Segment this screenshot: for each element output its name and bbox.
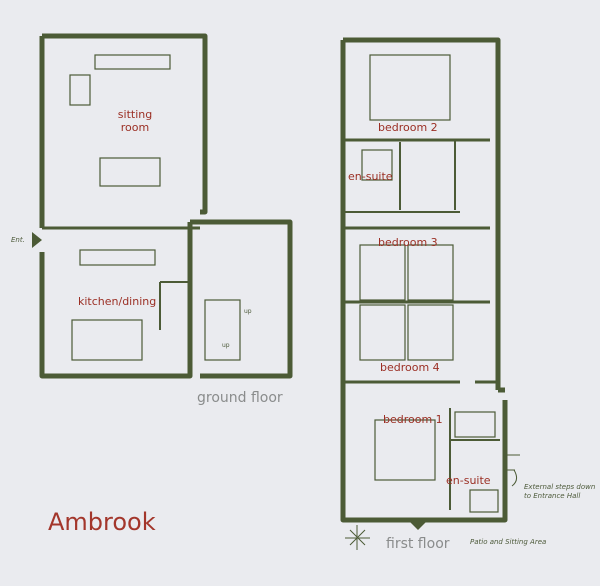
stair-up-label: up bbox=[244, 308, 252, 315]
stair-up-label: up bbox=[222, 342, 230, 349]
room-label-bedroom-2: bedroom 2 bbox=[378, 121, 438, 134]
patio-note: Patio and Sitting Area bbox=[470, 538, 547, 546]
room-label-bedroom-3: bedroom 3 bbox=[378, 236, 438, 249]
entrance-label: Ent. bbox=[11, 236, 25, 244]
ground-floor-walls bbox=[39, 33, 293, 379]
room-label-kitchen-dining: kitchen/dining bbox=[78, 295, 157, 308]
room-label-en-suite-1: en-suite bbox=[348, 170, 393, 183]
room-label-en-suite-2: en-suite bbox=[446, 474, 491, 487]
room-label-bedroom-4: bedroom 4 bbox=[380, 361, 440, 374]
first-floor-label: first floor bbox=[386, 536, 450, 552]
room-label-bedroom-1: bedroom 1 bbox=[383, 413, 443, 426]
room-label-sitting-room: sitting room bbox=[117, 108, 153, 134]
first-floor-walls bbox=[340, 37, 508, 523]
property-title: Ambrook bbox=[48, 508, 156, 536]
entrance-arrow-icon bbox=[32, 232, 42, 248]
external-steps-note: External steps down to Entrance Hall bbox=[524, 483, 596, 500]
ground-floor-label: ground floor bbox=[197, 390, 283, 406]
